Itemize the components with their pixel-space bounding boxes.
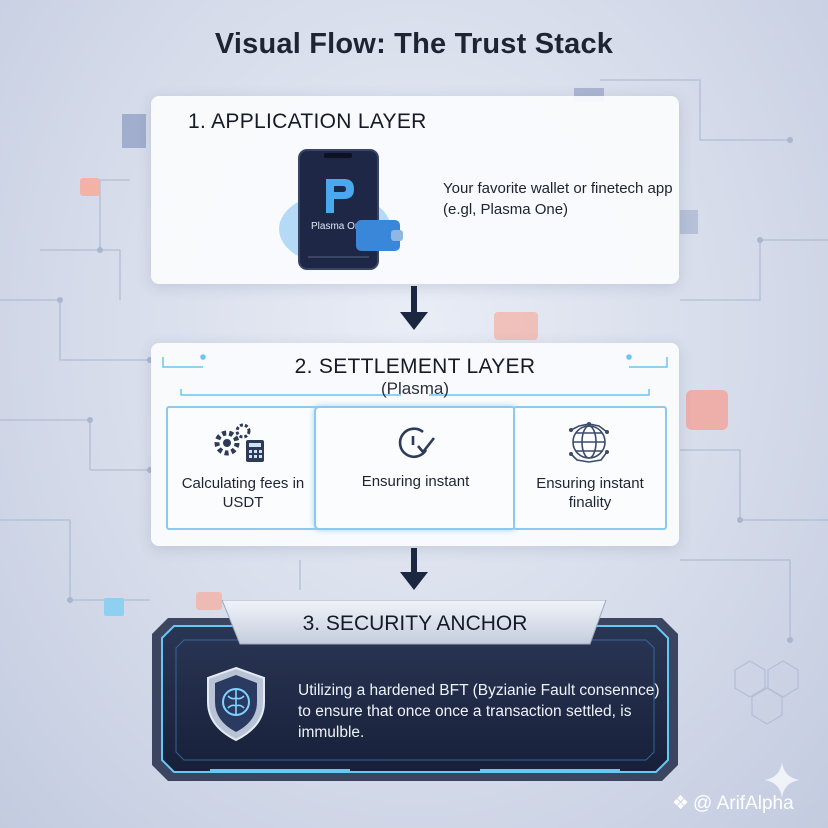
watermark-text: @ ArifAlpha — [693, 793, 794, 814]
diamond-logo-icon: ❖ — [672, 793, 690, 814]
sparkle-icon — [764, 762, 800, 798]
application-layer-card: 1. APPLICATION LAYER Plasma One Your fav… — [151, 96, 679, 284]
globe-network-icon — [569, 422, 609, 463]
phone-app-name: Plasma One — [310, 221, 367, 232]
finality-label: Ensuring instant finality — [536, 475, 644, 511]
settlement-layer-subtitle: (Plasma) — [380, 379, 449, 398]
security-panel-frame — [152, 600, 678, 781]
plasma-logo-icon — [308, 153, 369, 258]
fees-box: Calculating fees in USDT — [166, 406, 320, 530]
security-anchor-panel: 3. SECURITY ANCHOR Utilizing a hardened … — [150, 600, 680, 783]
shield-brain-icon — [207, 666, 265, 742]
fees-label: Calculating fees in USDT — [181, 475, 305, 511]
application-layer-title: 1. APPLICATION LAYER — [188, 110, 427, 133]
instant-box: Ensuring instant — [314, 406, 517, 530]
application-layer-description: Your favorite wallet or finetech app (e.… — [443, 180, 673, 218]
settlement-layer-card: 2. SETTLEMENT LAYER (Plasma) Calculating… — [151, 343, 679, 546]
gears-calculator-icon — [214, 423, 264, 462]
wallet-icon — [356, 220, 403, 251]
watermark: ❖@ ArifAlpha — [672, 792, 794, 815]
arrow-down-icon — [400, 548, 428, 590]
page-title: Visual Flow: The Trust Stack — [214, 28, 614, 60]
finality-box: Ensuring instant finality — [513, 406, 667, 530]
security-anchor-title: 3. SECURITY ANCHOR — [302, 612, 528, 635]
clock-check-icon — [398, 427, 436, 459]
instant-label: Ensuring instant — [361, 473, 470, 490]
security-anchor-description: Utilizing a hardened BFT (Byzianie Fault… — [298, 682, 660, 741]
glow-lines — [162, 354, 668, 396]
phone-icon: Plasma One — [298, 149, 379, 270]
arrow-down-icon — [400, 286, 428, 330]
settlement-layer-title: 2. SETTLEMENT LAYER — [294, 355, 536, 378]
